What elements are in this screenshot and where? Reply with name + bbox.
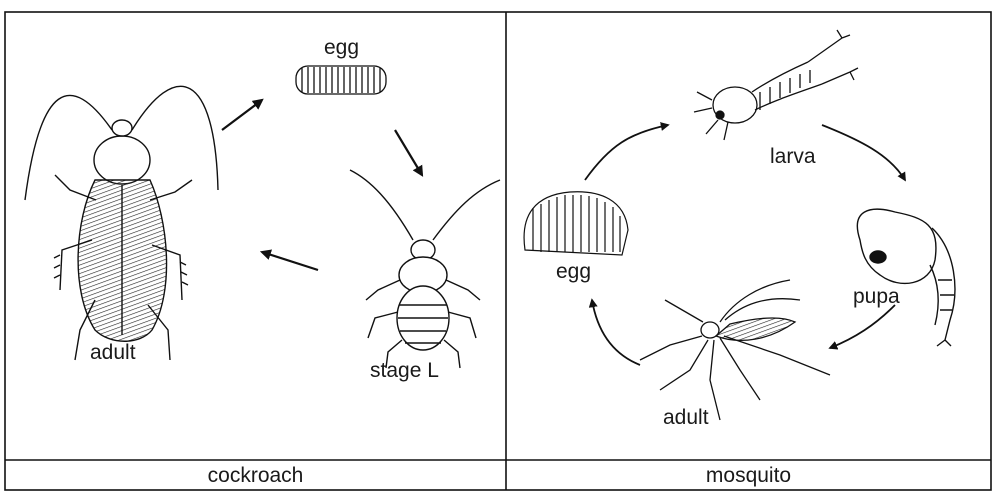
mosquito-egg-label: egg	[556, 261, 591, 282]
mosquito-adult-icon	[640, 280, 830, 420]
mosquito-larva-icon	[694, 30, 858, 140]
cockroach-adult-icon	[25, 86, 218, 360]
cockroach-nymph-icon	[350, 170, 500, 368]
cockroach-egg-case-icon	[296, 66, 386, 94]
cockroach-caption: cockroach	[5, 462, 506, 490]
cockroach-stage-label: stage L	[370, 360, 439, 381]
mosquito-egg-raft-icon	[524, 192, 628, 255]
mosquito-larva-label: larva	[770, 146, 816, 167]
cockroach-cycle-arrows	[222, 100, 422, 270]
mosquito-caption: mosquito	[506, 462, 991, 490]
cockroach-egg-label: egg	[324, 37, 359, 58]
cockroach-adult-label: adult	[90, 342, 136, 363]
mosquito-adult-label: adult	[663, 407, 709, 428]
mosquito-pupa-label: pupa	[853, 286, 900, 307]
